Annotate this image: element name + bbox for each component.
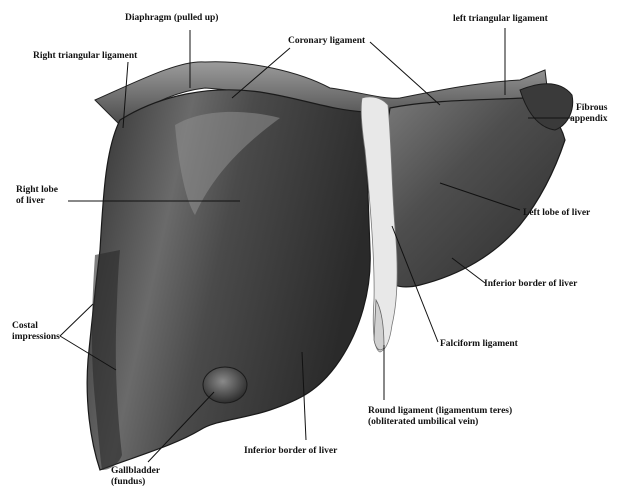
label-coronary-ligament: Coronary ligament [288,36,365,47]
leader-coronary-b [370,42,440,105]
label-right-triangular-ligament: Right triangular ligament [33,51,137,62]
label-round-ligament: Round ligament (ligamentum teres) (oblit… [368,406,512,428]
label-diaphragm: Diaphragm (pulled up) [125,13,218,24]
label-left-triangular-ligament: left triangular ligament [453,14,548,25]
gallbladder-shape [203,367,247,403]
label-gallbladder: Gallbladder (fundus) [111,466,160,488]
label-falciform-ligament: Falciform ligament [440,339,518,350]
label-fibrous-appendix: Fibrous appendix [570,103,608,125]
label-inferior-border-bottom: Inferior border of liver [244,446,337,457]
label-left-lobe: Left lobe of liver [523,208,590,219]
leader-costal-a [60,304,93,336]
left-lobe-shape [380,98,565,287]
label-costal-impressions: Costal impressions [12,321,60,343]
label-inferior-border-right: Inferior border of liver [484,279,577,290]
label-right-lobe: Right lobe of liver [16,185,58,207]
